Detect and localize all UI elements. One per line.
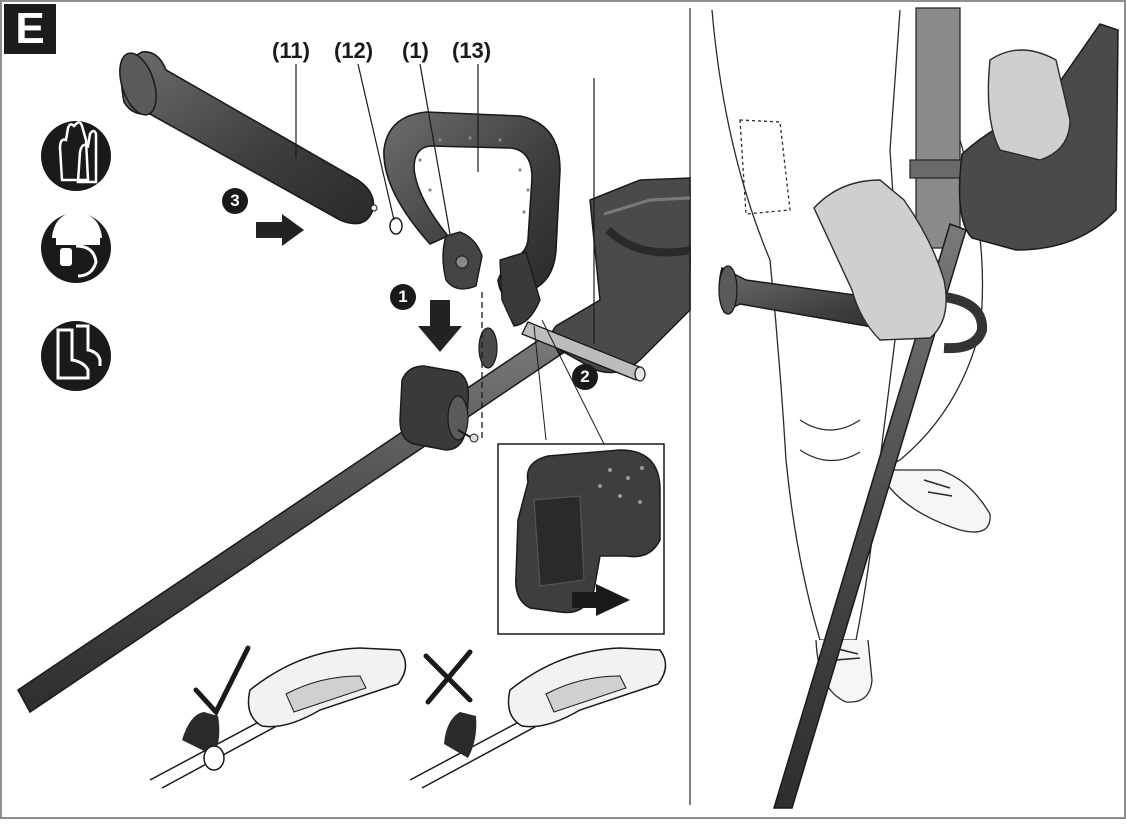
correct-mounting-example — [149, 647, 407, 789]
arrow-step-3 — [256, 214, 304, 246]
arrow-step-1 — [418, 300, 462, 352]
section-label: E — [4, 4, 56, 54]
callout-part-11: (11) — [272, 38, 310, 63]
helmet-visor-ear-protection-icon — [41, 212, 111, 283]
handle-clamp — [399, 327, 498, 451]
callout-part-13: (13) — [452, 38, 492, 63]
washer — [389, 217, 403, 235]
incorrect-mounting-example — [409, 647, 667, 789]
step-3-marker: 3 — [222, 188, 248, 214]
operator-hands — [813, 49, 1071, 341]
detail-inset — [497, 319, 665, 635]
straight-grip — [119, 51, 378, 225]
step-1-marker: 1 — [390, 284, 416, 310]
loop-handle — [383, 111, 561, 327]
gloves-icon — [41, 121, 111, 191]
checkmark-icon — [193, 645, 251, 717]
cross-icon — [423, 649, 473, 705]
mounting-pin — [521, 321, 646, 382]
callout-part-12: (12) — [334, 38, 374, 63]
step-2-marker: 2 — [572, 364, 598, 390]
motor-housing — [551, 177, 691, 374]
safety-boots-icon — [41, 321, 111, 391]
callout-leaders — [295, 63, 595, 344]
callout-part-1: (1) — [402, 38, 429, 63]
